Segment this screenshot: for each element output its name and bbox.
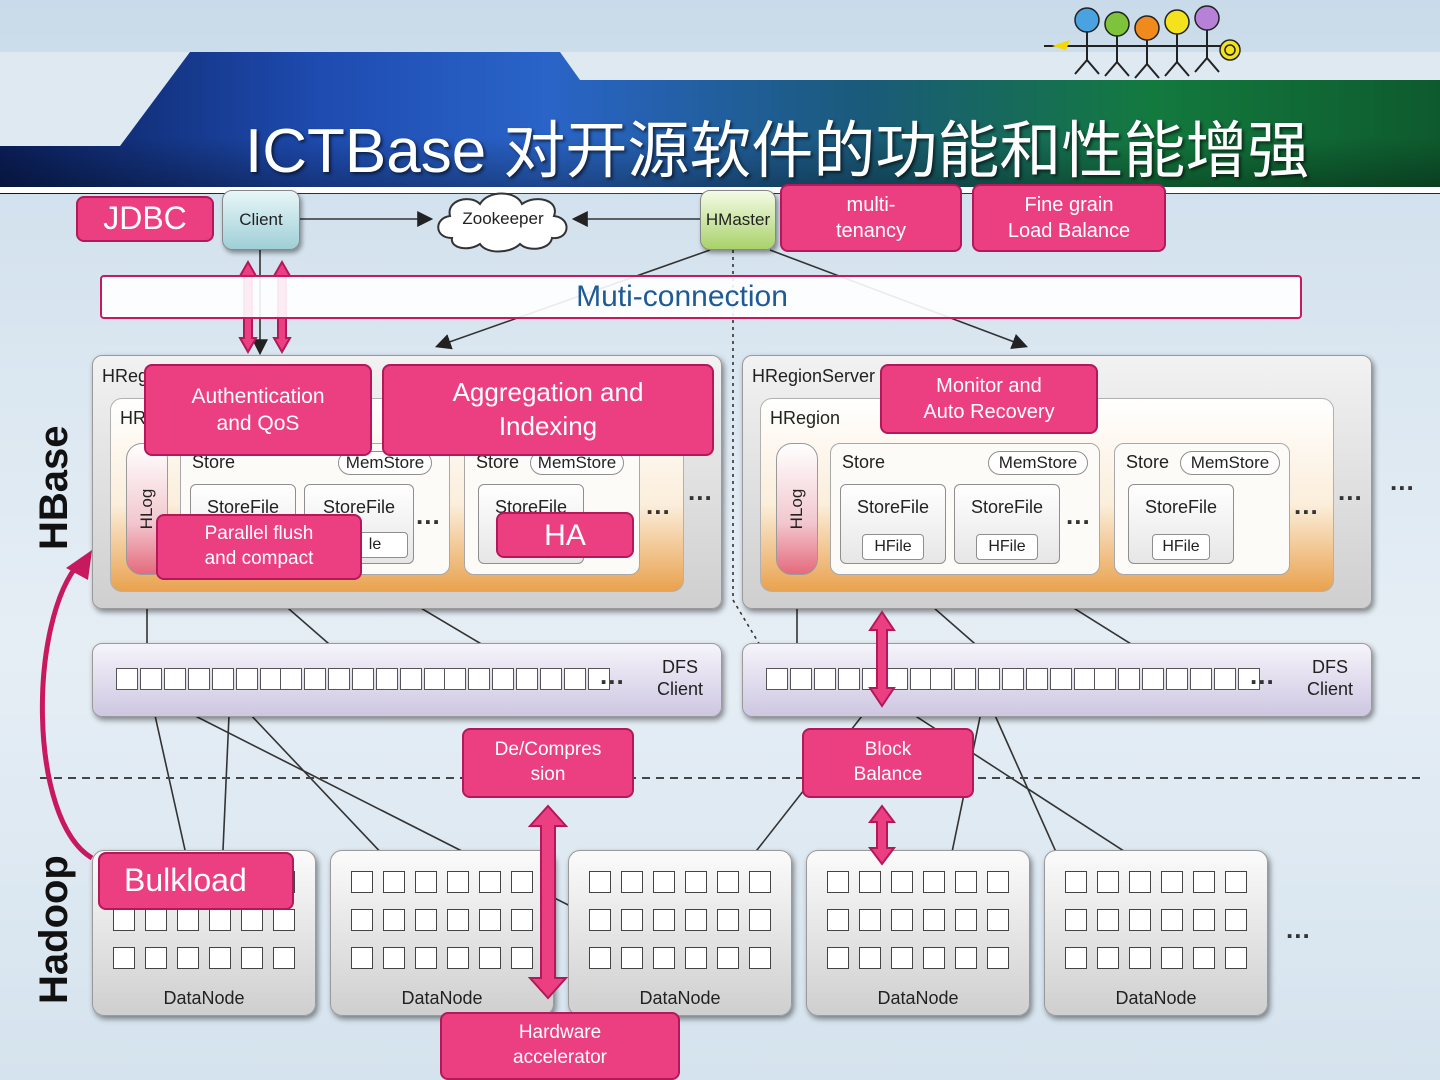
datanode-label: DataNode — [163, 988, 245, 1008]
datanode-3: DataNode — [568, 850, 792, 1016]
authentication-qos-callout: Authentication and QoS — [144, 364, 372, 456]
store-right-2-label: Store — [1126, 452, 1170, 472]
dfs-client-right-label: DFS Client — [1306, 657, 1354, 699]
decompression-callout: De/Compres sion — [462, 728, 634, 798]
region-right-label: HRegion — [770, 408, 841, 428]
store-left-2-label: Store — [476, 452, 520, 472]
dfs-blocks-left-2 — [280, 668, 448, 690]
zookeeper-label: Zookeeper — [462, 209, 544, 228]
datanode-blocks — [1065, 871, 1251, 973]
ellipsis: ... — [1338, 476, 1363, 506]
hlog-right: HLog — [776, 443, 818, 575]
datanode-blocks — [351, 871, 537, 973]
hmaster-node: HMaster — [700, 190, 776, 250]
datanode-label: DataNode — [401, 988, 483, 1008]
ellipsis: ... — [1390, 466, 1415, 496]
dfs-blocks-right-2 — [930, 668, 1098, 690]
zookeeper-cloud — [437, 192, 568, 253]
ellipsis: ... — [600, 660, 625, 690]
datanode-label: DataNode — [639, 988, 721, 1008]
dfs-blocks-left-3 — [444, 668, 612, 690]
client-node: Client — [222, 190, 300, 250]
memstore-right-1: MemStore — [988, 451, 1088, 475]
region-server-right-label: HRegionServer — [752, 366, 876, 386]
dfs-blocks-left-1 — [116, 668, 284, 690]
block-balance-callout: Block Balance — [802, 728, 974, 798]
aggregation-indexing-callout: Aggregation and Indexing — [382, 364, 714, 456]
datanode-2: DataNode — [330, 850, 554, 1016]
ellipsis: ... — [416, 500, 441, 530]
hfile-right-3: HFile — [1152, 534, 1210, 560]
ellipsis: ... — [646, 490, 671, 520]
datanode-blocks — [589, 871, 775, 973]
hardware-accelerator-callout: Hardware accelerator — [440, 1012, 680, 1080]
team-logo — [1044, 5, 1241, 79]
region-server-left-label: HReg — [102, 366, 149, 386]
datanode-label: DataNode — [1115, 988, 1197, 1008]
region-left-label: HR — [120, 408, 146, 428]
ha-callout: HA — [496, 512, 634, 558]
ellipsis: ... — [688, 476, 713, 506]
storefile-right-2: StoreFile — [954, 484, 1060, 564]
hfile-right-2: HFile — [976, 534, 1038, 560]
datanode-4: DataNode — [806, 850, 1030, 1016]
muti-connection-label: Muti-connection — [576, 280, 788, 313]
dfs-blocks-right-3 — [1094, 668, 1262, 690]
store-right-1-label: Store — [842, 452, 886, 472]
datanode-blocks — [827, 871, 1013, 973]
ellipsis: ... — [1250, 660, 1275, 690]
jdbc-callout: JDBC — [76, 196, 214, 242]
bulkload-callout: Bulkload — [98, 852, 294, 910]
multi-tenancy-callout: multi- tenancy — [780, 184, 962, 252]
ellipsis: ... — [1294, 490, 1319, 520]
muti-connection-bar — [100, 275, 1302, 319]
hfile-right-1: HFile — [862, 534, 924, 560]
fine-grain-load-balance-callout: Fine grain Load Balance — [972, 184, 1166, 252]
monitor-auto-recovery-callout: Monitor and Auto Recovery — [880, 364, 1098, 434]
dfs-client-left-label: DFS Client — [656, 657, 704, 699]
store-left-1-label: Store — [192, 452, 236, 472]
datanode-5: DataNode — [1044, 850, 1268, 1016]
parallel-flush-compact-callout: Parallel flush and compact — [156, 514, 362, 580]
memstore-right-2: MemStore — [1180, 451, 1280, 475]
datanode-label: DataNode — [877, 988, 959, 1008]
ellipsis: ... — [1286, 914, 1311, 944]
ellipsis: ... — [1066, 500, 1091, 530]
page-title: ICTBase 对开源软件的功能和性能增强 — [245, 117, 1310, 186]
